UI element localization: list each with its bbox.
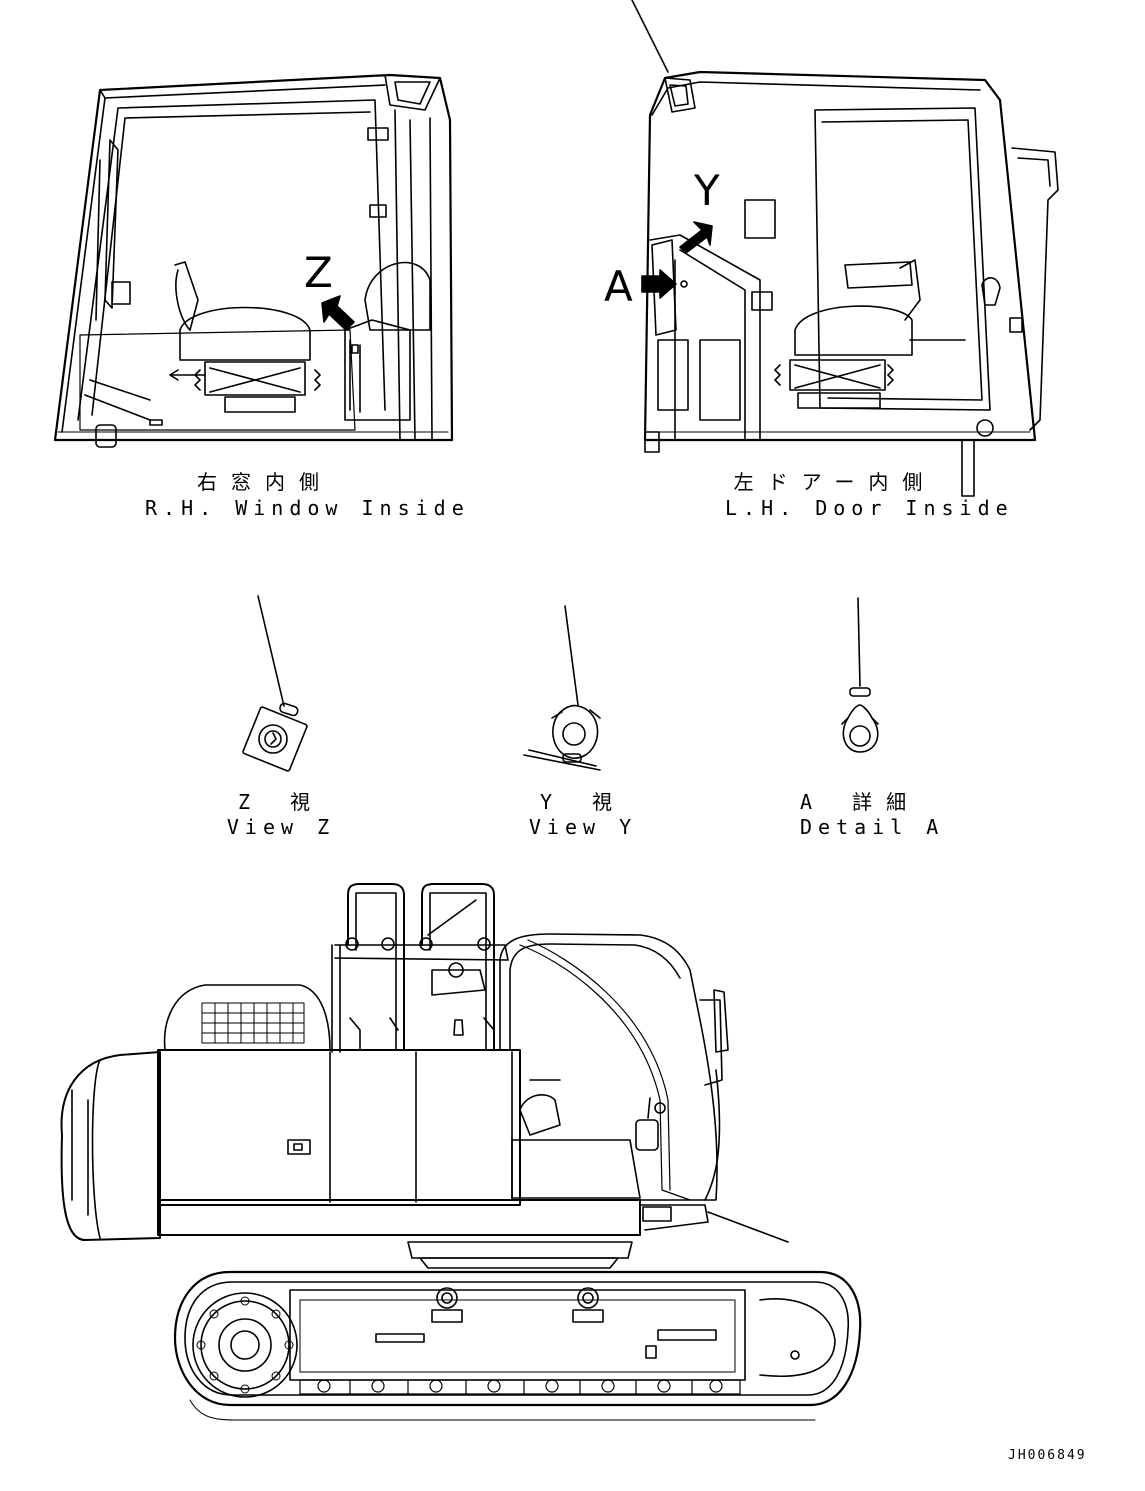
view-z-drawing (242, 596, 307, 772)
view-y-caption-jp: Y 視 (539, 790, 627, 814)
a-arrow (642, 270, 687, 298)
lh-door-caption-jp: 左ドアー内側 (733, 470, 937, 494)
callout-a: A (604, 262, 633, 311)
detail-a-caption-en: Detail A (800, 815, 945, 839)
callout-z: Z (304, 248, 333, 297)
rh-window-caption-jp: 右窓内側 (197, 470, 333, 494)
drawing-number: JH006849 (1008, 1448, 1087, 1463)
view-y-caption-en: View Y (528, 815, 638, 839)
rh-window-cab-drawing (55, 75, 452, 447)
lh-door-caption-en: L.H. Door Inside (725, 496, 1014, 520)
z-arrow (322, 296, 354, 330)
detail-a-caption-jp: A 詳細 (800, 790, 921, 814)
view-z-caption-jp: Z 視 (237, 790, 325, 814)
view-y-drawing (524, 606, 600, 770)
detail-a-drawing (842, 598, 878, 752)
y-arrow (680, 222, 712, 253)
excavator-side-drawing (62, 884, 861, 1420)
callout-y: Y (694, 166, 720, 215)
rh-window-caption-en: R.H. Window Inside (145, 496, 470, 520)
view-z-caption-en: View Z (226, 815, 336, 839)
lh-door-cab-drawing (632, 0, 1058, 496)
